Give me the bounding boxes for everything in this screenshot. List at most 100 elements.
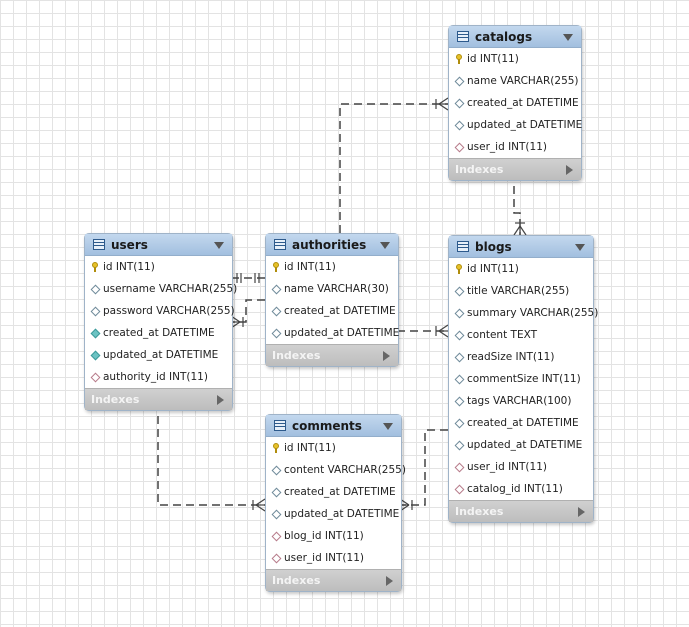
collapse-caret-icon[interactable] [575, 244, 585, 251]
column-row[interactable]: id INT(11) [449, 258, 593, 280]
column-row[interactable]: created_at DATETIME [266, 481, 401, 503]
primary-key-icon [271, 262, 281, 272]
column-row[interactable]: created_at DATETIME [85, 322, 232, 344]
column-icon [271, 328, 281, 338]
column-label: user_id INT(11) [467, 461, 547, 473]
column-row[interactable]: id INT(11) [85, 256, 232, 278]
indexes-section[interactable]: Indexes [449, 500, 593, 522]
table-icon [274, 420, 286, 431]
column-row[interactable]: created_at DATETIME [449, 92, 581, 114]
collapse-caret-icon[interactable] [383, 423, 393, 430]
column-icon [90, 306, 100, 316]
column-label: content TEXT [467, 329, 538, 341]
column-row[interactable]: title VARCHAR(255) [449, 280, 593, 302]
column-label: user_id INT(11) [284, 552, 364, 564]
column-row[interactable]: id INT(11) [449, 48, 581, 70]
expand-caret-icon[interactable] [566, 164, 573, 175]
foreign-key-icon [454, 462, 464, 472]
column-label: catalog_id INT(11) [467, 483, 563, 495]
column-label: created_at DATETIME [467, 97, 579, 109]
column-icon [454, 440, 464, 450]
table-users[interactable]: users id INT(11) username VARCHAR(255) pass… [84, 233, 237, 411]
column-label: id INT(11) [103, 261, 155, 273]
column-row[interactable]: username VARCHAR(255) [85, 278, 237, 300]
column-row[interactable]: created_at DATETIME [449, 412, 593, 434]
column-icon [454, 396, 464, 406]
foreign-key-icon [454, 142, 464, 152]
column-label: updated_at DATETIME [103, 349, 219, 361]
column-row[interactable]: created_at DATETIME [266, 300, 398, 322]
table-header[interactable]: users [85, 234, 232, 256]
column-label: updated_at DATETIME [467, 119, 583, 131]
relationship-users-comments[interactable] [157, 416, 265, 506]
relationship-users-authorities[interactable] [231, 299, 265, 323]
foreign-key-icon [271, 531, 281, 541]
expand-caret-icon[interactable] [217, 394, 224, 405]
many-crowfoot-mark [513, 225, 521, 236]
table-blogs[interactable]: blogs id INT(11)title VARCHAR(255) summary… [448, 235, 598, 523]
column-label: updated_at DATETIME [284, 327, 400, 339]
relationship-catalogs-blogs[interactable] [513, 186, 521, 235]
table-header[interactable]: catalogs [449, 26, 581, 48]
indexes-section[interactable]: Indexes [85, 388, 232, 410]
expand-caret-icon[interactable] [578, 506, 585, 517]
indexes-label: Indexes [272, 349, 321, 362]
column-row[interactable]: catalog_id INT(11) [449, 478, 593, 500]
column-row[interactable]: user_id INT(11) [449, 456, 593, 478]
column-row[interactable]: updated_at DATETIME [266, 322, 400, 344]
primary-key-icon [90, 262, 100, 272]
primary-key-icon [454, 264, 464, 274]
expand-caret-icon[interactable] [386, 575, 393, 586]
column-row[interactable]: updated_at DATETIME [449, 434, 593, 456]
column-row[interactable]: user_id INT(11) [266, 547, 401, 569]
column-label: updated_at DATETIME [467, 439, 583, 451]
column-row[interactable]: summary VARCHAR(255) [449, 302, 598, 324]
column-row[interactable]: id INT(11) [266, 256, 398, 278]
indexes-section[interactable]: Indexes [449, 158, 581, 180]
table-header[interactable]: blogs [449, 236, 593, 258]
table-header[interactable]: authorities [266, 234, 398, 256]
relationship-authorities-catalogs[interactable] [339, 103, 448, 233]
column-label: readSize INT(11) [467, 351, 555, 363]
collapse-caret-icon[interactable] [380, 242, 390, 249]
table-icon [93, 239, 105, 250]
column-label: summary VARCHAR(255) [467, 307, 599, 319]
indexes-section[interactable]: Indexes [266, 569, 401, 591]
column-row[interactable]: updated_at DATETIME [266, 503, 401, 525]
indexes-label: Indexes [455, 505, 504, 518]
table-name: blogs [475, 239, 512, 254]
column-row[interactable]: name VARCHAR(255) [449, 70, 581, 92]
many-crowfoot-mark [519, 225, 527, 236]
column-row[interactable]: commentSize INT(11) [449, 368, 593, 390]
table-header[interactable]: comments [266, 415, 401, 437]
column-label: updated_at DATETIME [284, 508, 400, 520]
column-row[interactable]: blog_id INT(11) [266, 525, 401, 547]
column-row[interactable]: password VARCHAR(255) [85, 300, 235, 322]
column-row[interactable]: content TEXT [449, 324, 593, 346]
column-row[interactable]: tags VARCHAR(100) [449, 390, 593, 412]
collapse-caret-icon[interactable] [563, 34, 573, 41]
column-icon [271, 487, 281, 497]
indexes-section[interactable]: Indexes [266, 344, 398, 366]
primary-key-icon [454, 54, 464, 64]
column-row[interactable]: user_id INT(11) [449, 136, 581, 158]
column-label: password VARCHAR(255) [103, 305, 235, 317]
column-row[interactable]: id INT(11) [266, 437, 401, 459]
column-row[interactable]: readSize INT(11) [449, 346, 593, 368]
column-row[interactable]: authority_id INT(11) [85, 366, 232, 388]
column-icon [90, 284, 100, 294]
column-label: authority_id INT(11) [103, 371, 208, 383]
column-row[interactable]: updated_at DATETIME [449, 114, 583, 136]
expand-caret-icon[interactable] [383, 350, 390, 361]
table-name: users [111, 237, 148, 252]
column-row[interactable]: updated_at DATETIME [85, 344, 232, 366]
collapse-caret-icon[interactable] [214, 242, 224, 249]
column-row[interactable]: name VARCHAR(30) [266, 278, 398, 300]
relationship-blogs-comments[interactable] [400, 429, 448, 506]
column-label: user_id INT(11) [467, 141, 547, 153]
column-row[interactable]: content VARCHAR(255) [266, 459, 406, 481]
